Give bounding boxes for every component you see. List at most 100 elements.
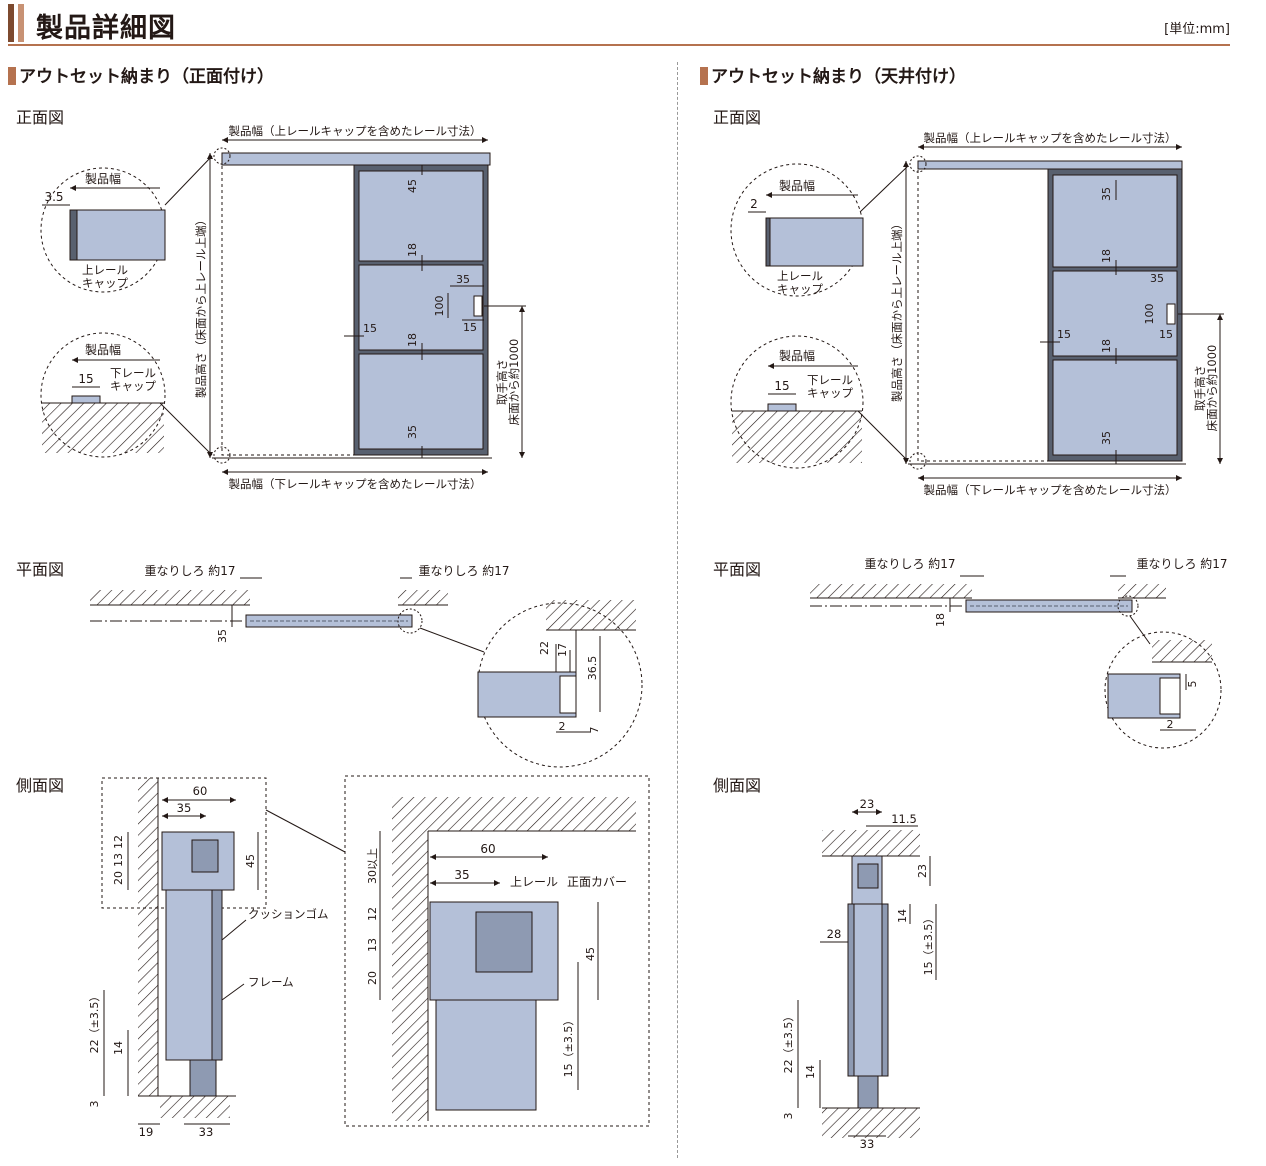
ceiling-hatch-right <box>1118 584 1166 598</box>
frame-edge-left <box>847 903 855 1077</box>
width-top-label: 製品幅（上レールキャップを含めたレール寸法） <box>229 124 482 138</box>
dim-18a-right: 18 <box>1100 249 1113 263</box>
dim-100: 100 <box>433 296 446 317</box>
detail-circle-small <box>397 608 423 634</box>
cushion-label: クッションゴム <box>248 907 329 921</box>
door-panel-bottom <box>358 353 484 450</box>
heading-square-icon <box>700 67 708 85</box>
front-view-left <box>207 137 526 475</box>
floor-hatch <box>42 403 164 453</box>
detail-circle-small <box>1117 595 1139 617</box>
height-label-right: 製品高さ（床面から上レール上端） <box>890 218 904 402</box>
upper-cap-label-2-right: キャップ <box>777 282 823 296</box>
title-bar: 製品詳細図 [単位:mm] <box>8 4 1230 46</box>
lower-cap-label-1: 下レール <box>110 366 156 380</box>
dim-7-text: 7 <box>588 727 601 734</box>
section-divider <box>677 62 678 1158</box>
end-cap <box>1159 677 1181 715</box>
dim-18-plan: 18 <box>934 613 947 627</box>
overlap-label-left-right: 重なりしろ 約17 <box>864 556 955 571</box>
product-width-label-right-2: 製品幅 <box>779 348 815 363</box>
dim-5-text: 5 <box>1186 681 1199 688</box>
handle-label-2-right: 床面から約1000 <box>1205 345 1219 432</box>
lower-cap-label-2: キャップ <box>110 379 156 393</box>
dim-35-handle: 35 <box>456 273 470 286</box>
detail-circle-bottom <box>213 446 231 464</box>
leader-cushion <box>221 919 247 941</box>
door-panel-middle <box>1052 270 1178 357</box>
leader-line <box>265 809 346 853</box>
door-panel-middle <box>358 264 484 351</box>
handle-label-1: 取手高さ <box>495 359 509 405</box>
unit-label: [単位:mm] <box>1164 22 1230 37</box>
detail-upper-cap-right <box>730 163 909 297</box>
leader-line <box>164 155 213 206</box>
dim-60-detail: 60 <box>480 842 495 856</box>
lower-guide <box>857 1075 879 1109</box>
dim-3-5-text: 3.5 <box>44 190 63 204</box>
plan-view-label-right: 平面図 <box>713 560 762 579</box>
overlap-label-left: 重なりしろ 約17 <box>144 563 235 578</box>
overlap-label-right: 重なりしろ 約17 <box>418 563 509 578</box>
dim-28-text: 28 <box>827 927 842 941</box>
dim-22tol-text-right: 22（±3.5） <box>782 1011 795 1074</box>
upper-rail-label: 上レール <box>510 875 558 889</box>
plan-view-label-left: 平面図 <box>16 560 65 579</box>
detail-circle-bottom <box>909 452 927 470</box>
side-detail-left <box>265 775 650 1127</box>
lower-cap-label-2-right: キャップ <box>807 386 853 400</box>
section-heading-text: アウトセット納まり（正面付け） <box>19 67 274 87</box>
upper-cap-label-2: キャップ <box>82 276 128 290</box>
dim-33-text: 33 <box>199 1125 214 1139</box>
height-label: 製品高さ（床面から上レール上端） <box>194 214 208 398</box>
detail-lower-cap-right <box>730 335 909 469</box>
dim-35-bottom-right: 35 <box>1100 431 1113 445</box>
door-handle <box>473 295 483 317</box>
dim-2-text: 2 <box>750 197 758 211</box>
dim-18b: 18 <box>406 333 419 347</box>
upper-rail <box>221 152 491 166</box>
front-view-right <box>903 144 1224 481</box>
dim-35-handle-right: 35 <box>1150 272 1164 285</box>
detail-circle-top <box>213 147 231 165</box>
leader-line <box>859 165 909 213</box>
lower-guide <box>189 1059 217 1097</box>
dim-15-frame-right: 15 <box>1057 328 1071 341</box>
wall-hatch <box>392 831 428 1121</box>
side-view-left <box>101 777 267 1125</box>
dim-15-text-right: 15 <box>774 379 789 393</box>
page-title: 製品詳細図 <box>36 13 176 44</box>
dim-3-text: 3 <box>88 1101 101 1108</box>
dim-12-detail: 12 <box>366 907 379 921</box>
side-view-right <box>797 809 937 1138</box>
detail-circle-top <box>909 155 927 173</box>
detail-circle <box>730 335 864 469</box>
dim-23-text: 23 <box>860 797 875 811</box>
upper-cap-label-1: 上レール <box>82 263 128 277</box>
product-width-label: 製品幅 <box>85 342 121 357</box>
dim-22-text: 22 <box>538 641 551 655</box>
upper-cap-label-1-right: 上レール <box>777 269 823 283</box>
floor-hatch <box>732 411 862 463</box>
dim-23-v-text: 23 <box>916 864 929 878</box>
frame-label: フレーム <box>248 975 294 989</box>
detail-lower-cap-left <box>40 332 213 458</box>
title-accent-mark-light <box>18 4 24 42</box>
dim-3-text-right: 3 <box>782 1113 795 1120</box>
door-open-outline <box>221 164 355 456</box>
upper-rail <box>917 160 1183 170</box>
leader-line <box>419 627 485 653</box>
side-view-label-left: 側面図 <box>16 776 65 795</box>
rail-section <box>69 209 166 261</box>
dim-20-text: 20 <box>112 871 125 885</box>
dim-35-bottom: 35 <box>406 425 419 439</box>
dim-19-text: 19 <box>139 1125 154 1139</box>
wall-hatch <box>546 600 636 630</box>
dim-35-top-right: 35 <box>1100 187 1113 201</box>
plan-view-left <box>90 577 485 653</box>
front-view-label-right: 正面図 <box>713 108 762 127</box>
leader-line <box>159 402 213 456</box>
leader-line <box>857 410 909 462</box>
handle-label-2: 床面から約1000 <box>507 339 521 426</box>
